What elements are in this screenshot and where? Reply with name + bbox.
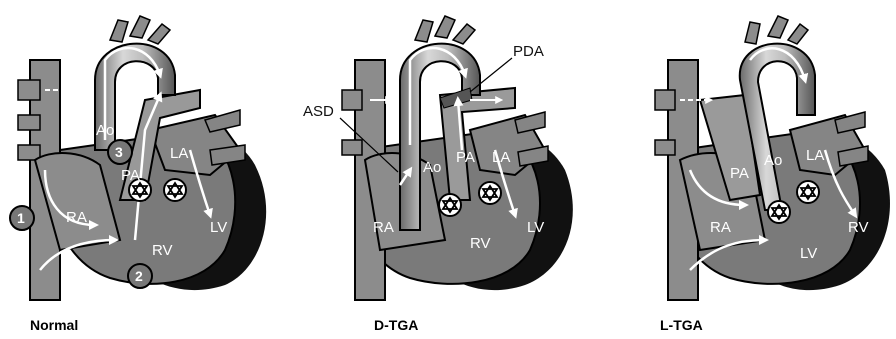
arch-branches (110, 16, 170, 44)
label-rv: RV (848, 219, 869, 236)
panel-normal: Ao PA LA RA RV LV 1 2 3 Normal (10, 16, 266, 333)
label-rv: RV (470, 235, 491, 252)
valve-icon (164, 179, 186, 201)
marker-1: 1 (10, 206, 34, 230)
caption-normal: Normal (30, 317, 78, 333)
label-lv: LV (210, 219, 227, 236)
panel-d-tga: PDA ASD Ao PA LA RA RV LV D-TGA (303, 16, 573, 333)
label-pa: PA (456, 149, 475, 166)
label-la: LA (806, 147, 824, 164)
label-la: LA (492, 149, 510, 166)
valve-icon (439, 194, 461, 216)
callout-asd: ASD (303, 103, 334, 120)
arch-branches (415, 16, 475, 44)
valve-icon (479, 182, 501, 204)
label-la: LA (170, 145, 188, 162)
label-ra: RA (373, 219, 394, 236)
valve-icon (768, 201, 790, 223)
caption-d-tga: D-TGA (374, 317, 418, 333)
label-pa: PA (121, 167, 140, 184)
label-lv: LV (527, 219, 544, 236)
svg-text:1: 1 (17, 210, 25, 226)
label-ra: RA (66, 209, 87, 226)
label-pa: PA (730, 165, 749, 182)
label-rv: RV (152, 242, 173, 259)
marker-3: 3 (108, 140, 132, 164)
callout-pda: PDA (513, 43, 544, 60)
marker-2: 2 (128, 264, 152, 288)
svg-text:3: 3 (115, 144, 123, 160)
label-lv: LV (800, 245, 817, 262)
arch-branches (745, 16, 808, 44)
panel-l-tga: PA Ao LA RA LV RV L-TGA (655, 16, 890, 333)
label-ra: RA (710, 219, 731, 236)
pulmonary-veins-right (18, 80, 40, 160)
valve-icon (797, 181, 819, 203)
svg-text:2: 2 (135, 268, 143, 284)
caption-l-tga: L-TGA (660, 317, 703, 333)
label-ao: Ao (423, 159, 441, 176)
label-ao: Ao (764, 152, 782, 169)
label-ao: Ao (96, 122, 114, 139)
